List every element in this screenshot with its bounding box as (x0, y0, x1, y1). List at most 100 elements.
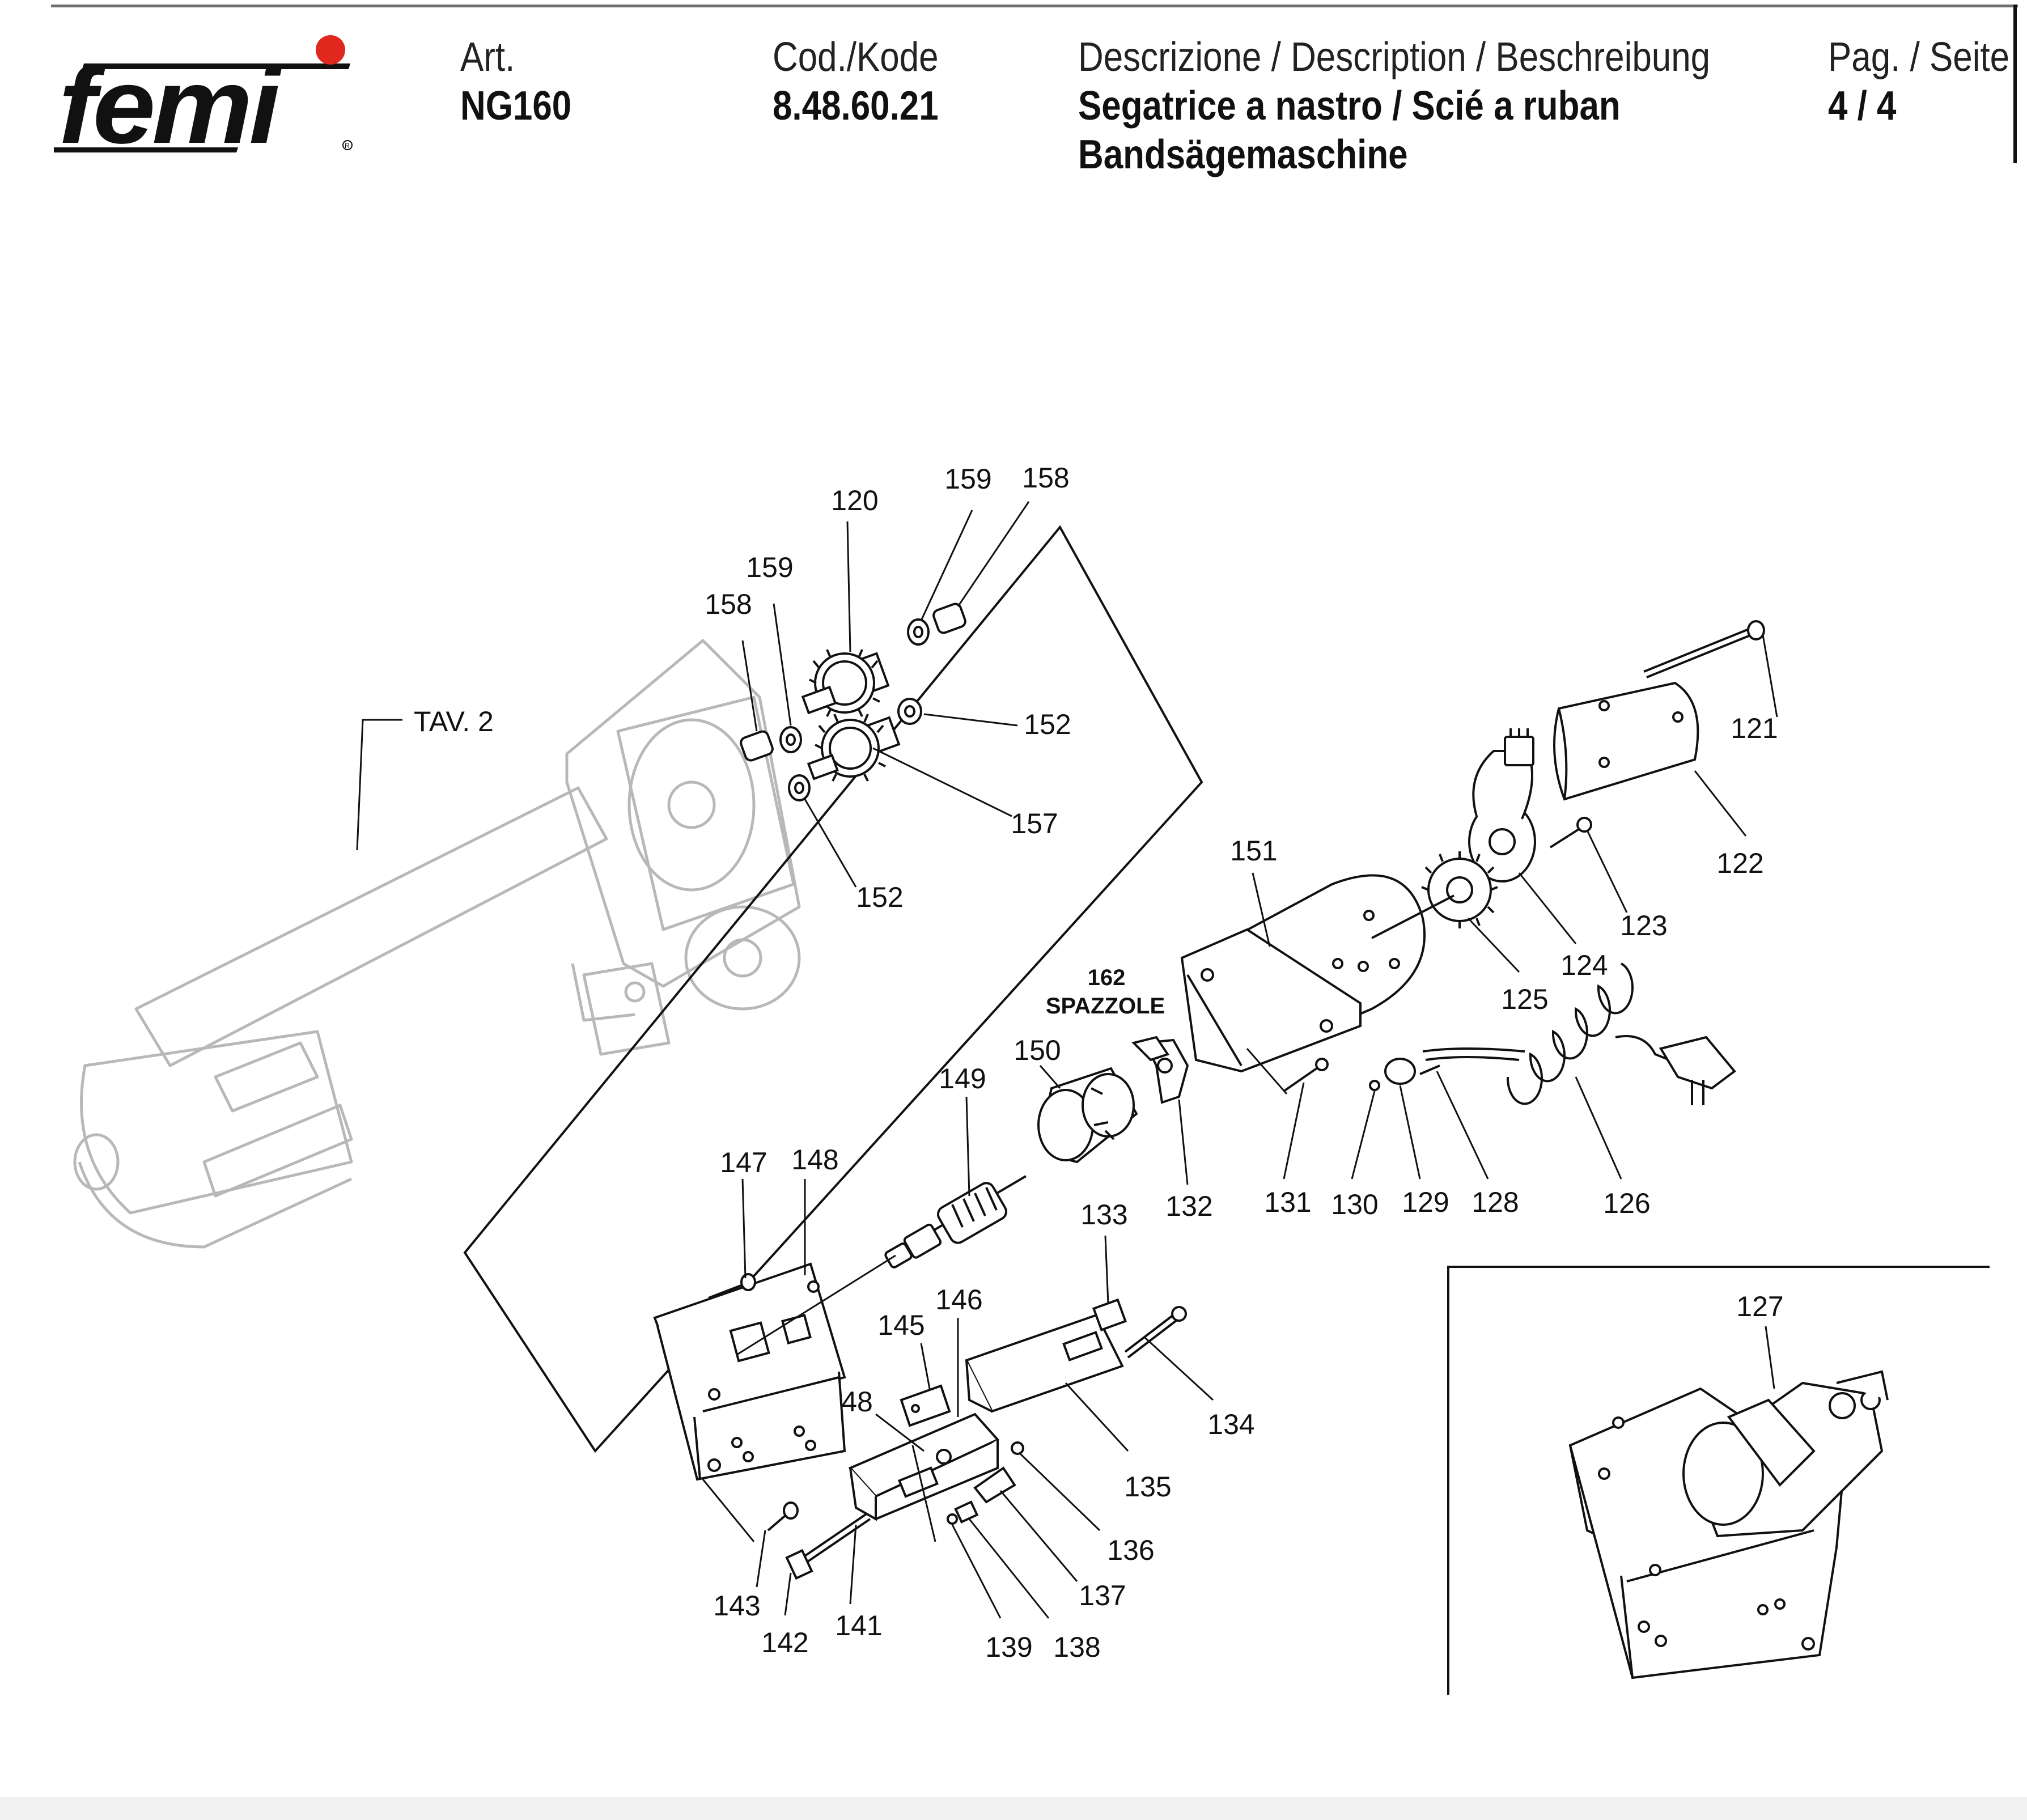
article-column: Art. NG160 (460, 33, 590, 130)
leader-lines-flange (702, 1178, 896, 1542)
label-126: 126 (1603, 1187, 1650, 1219)
leader-lines-capacitor (1065, 1235, 1214, 1452)
label-143: 143 (713, 1590, 760, 1622)
label-152-right: 152 (1024, 709, 1071, 740)
label-124: 124 (1560, 949, 1608, 981)
label-128: 128 (1472, 1186, 1519, 1218)
code-value: 8.48.60.21 (773, 83, 939, 129)
switch-145 (900, 1384, 951, 1427)
screw-123 (1549, 817, 1592, 849)
leader-132 (1178, 1099, 1189, 1185)
leader-150 (1039, 1065, 1061, 1089)
label-145: 145 (877, 1309, 925, 1341)
leader-123 (1586, 830, 1628, 913)
logo-wordmark: femi (58, 46, 282, 159)
label-122: 122 (1716, 847, 1763, 879)
leader-121 (1762, 634, 1778, 718)
leader-lines-cable (1283, 1071, 1622, 1180)
registered-mark-icon (342, 140, 353, 150)
capacitor-box-135 (965, 1298, 1127, 1413)
description-line-1: Segatrice a nastro / Scié a ruban (1078, 83, 1621, 129)
motor-housing-151 (1180, 874, 1454, 1073)
label-138: 138 (1053, 1631, 1100, 1663)
label-123: 123 (1620, 910, 1667, 941)
label-162: 162 (1088, 965, 1126, 990)
leader-151 (1252, 872, 1271, 947)
leader-122 (1694, 770, 1747, 837)
code-label: Cod./Kode (773, 35, 939, 80)
label-129: 129 (1402, 1186, 1449, 1218)
page-label: Pag. / Seite (1828, 35, 2010, 80)
leader-127 (1765, 1326, 1775, 1389)
brush-holder-124 (1468, 728, 1536, 883)
label-137: 137 (1079, 1580, 1126, 1611)
label-125: 125 (1501, 983, 1548, 1015)
leader-lines-gears (741, 501, 1030, 888)
screw-134 (1124, 1306, 1187, 1359)
leader-124 (1518, 872, 1577, 944)
screws-lower (767, 1501, 871, 1580)
label-132: 132 (1165, 1190, 1212, 1222)
exploded-group-outline (463, 525, 1203, 1453)
label-131: 131 (1264, 1186, 1311, 1218)
code-column: Cod./Kode 8.48.60.21 (773, 33, 965, 130)
label-127: 127 (1736, 1291, 1783, 1322)
header-right-rule (2013, 5, 2017, 163)
small-switch-parts (947, 1441, 1024, 1525)
gear-120 (801, 649, 890, 717)
leader-146b (911, 1445, 936, 1542)
leader-149 (965, 1096, 970, 1197)
leader-48 (875, 1413, 925, 1452)
article-label: Art. (460, 35, 515, 80)
label-48: 48 (841, 1386, 873, 1418)
part-number-labels: 120 159 158 159 158 152 157 152 121 122 … (705, 462, 1783, 1663)
brushes-callout: 162 SPAZZOLE (1046, 965, 1165, 1019)
label-157: 157 (1011, 808, 1058, 839)
leader-151b (1246, 1048, 1288, 1094)
description-label: Descrizione / Description / Beschreibung (1078, 35, 1711, 80)
label-158-left: 158 (705, 588, 752, 620)
brush-132 (1131, 1036, 1189, 1104)
tav2-callout (356, 719, 402, 851)
femi-logo-mark: femi R (54, 35, 353, 159)
label-121: 121 (1731, 712, 1778, 744)
label-133: 133 (1080, 1199, 1127, 1231)
inset-frame (1447, 1266, 1990, 1695)
label-150: 150 (1014, 1034, 1061, 1066)
label-158-top: 158 (1022, 462, 1069, 494)
tav2-label: TAV. 2 (414, 706, 494, 737)
leader-lines-switch (951, 1453, 1101, 1619)
page-value: 4 / 4 (1828, 83, 1897, 129)
bushings (740, 603, 966, 801)
article-value: NG160 (460, 83, 572, 129)
inset-assembly-127 (1568, 1370, 1889, 1679)
flange-148 (653, 1262, 846, 1481)
label-139: 139 (985, 1631, 1032, 1663)
rotor-149 (884, 1175, 1027, 1269)
label-142: 142 (761, 1627, 808, 1658)
motor-end-cap-122 (1553, 681, 1699, 801)
label-135: 135 (1124, 1471, 1171, 1503)
label-120: 120 (831, 485, 878, 516)
fan-125 (1421, 851, 1498, 928)
footer-band (0, 1797, 2027, 1820)
logo-red-dot (316, 35, 345, 65)
leader-145 (920, 1343, 931, 1389)
label-spazzole: SPAZZOLE (1046, 994, 1165, 1019)
label-130: 130 (1331, 1189, 1378, 1220)
switch-box-146 (848, 1412, 1000, 1521)
label-134: 134 (1207, 1409, 1254, 1440)
ghost-machine-frame (73, 639, 801, 1249)
label-148: 148 (791, 1144, 838, 1176)
label-152-lower: 152 (856, 881, 903, 913)
label-159-top: 159 (944, 463, 991, 495)
leader-125 (1467, 917, 1520, 973)
label-141: 141 (835, 1610, 882, 1641)
label-151: 151 (1230, 835, 1277, 867)
leader-lines-lower (756, 1524, 857, 1616)
stator-150 (1037, 1067, 1138, 1164)
label-159-left: 159 (746, 551, 793, 583)
svg-text:R: R (345, 142, 350, 150)
header-top-rule (51, 5, 2018, 7)
screw-121 (1643, 620, 1765, 678)
